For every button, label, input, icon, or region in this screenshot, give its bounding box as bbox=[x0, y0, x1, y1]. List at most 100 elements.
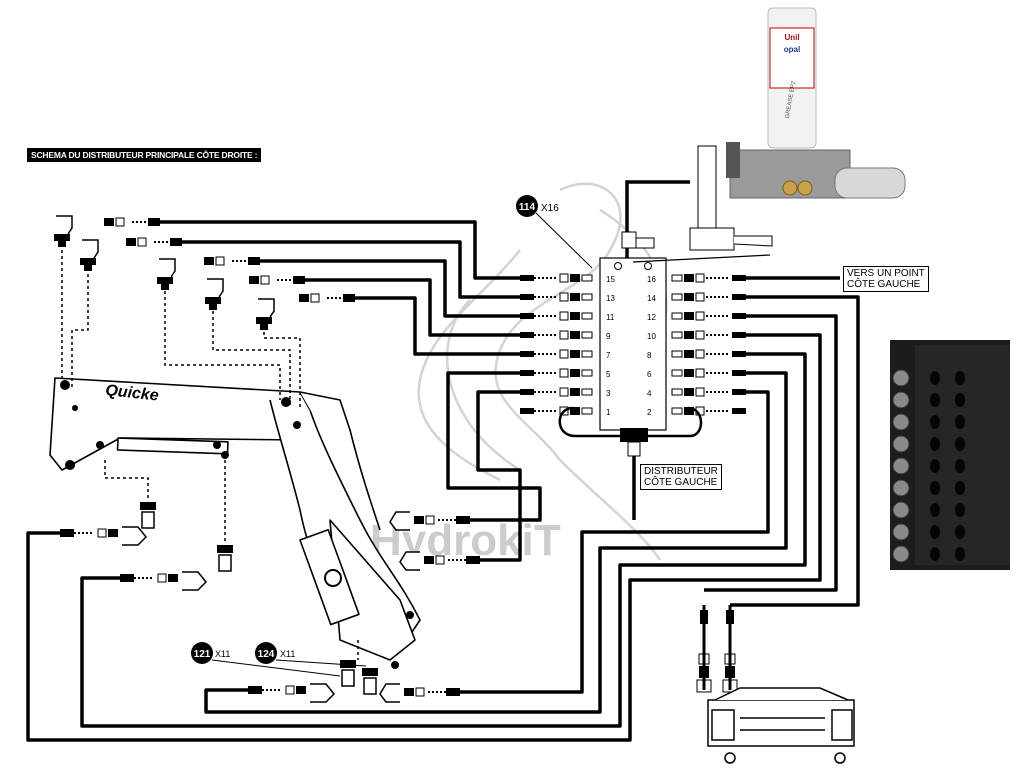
svg-text:X16: X16 bbox=[541, 203, 559, 214]
fitting-right-7 bbox=[671, 407, 683, 415]
callout-left-point: VERS UN POINT CÔTE GAUCHE bbox=[843, 266, 929, 292]
svg-text:114: 114 bbox=[519, 202, 536, 213]
block-screw-0 bbox=[892, 369, 910, 387]
fitting-right-3 bbox=[671, 331, 683, 339]
pump-valve bbox=[689, 227, 735, 251]
front-loader-arm bbox=[49, 377, 421, 661]
hose-12 bbox=[204, 371, 788, 714]
hose-2 bbox=[260, 259, 520, 318]
outlet-label-11: 11 bbox=[606, 313, 615, 322]
fitting-left-2 bbox=[520, 313, 534, 319]
mid-hose-end-2 bbox=[446, 688, 460, 696]
pump-nipple bbox=[621, 231, 637, 249]
outlet-label-16: 16 bbox=[647, 275, 656, 284]
elbow-nipple-0 bbox=[56, 215, 73, 235]
part-ref-124: 124 X11 bbox=[255, 642, 367, 667]
grease-pump-photo: Unil opal GREASE EP2 bbox=[726, 7, 906, 199]
elbow-nipple-4 bbox=[258, 298, 275, 318]
block-screw-3 bbox=[892, 435, 910, 453]
svg-text:Unil: Unil bbox=[784, 33, 799, 42]
svg-text:opal: opal bbox=[784, 45, 800, 54]
outlet-label-12: 12 bbox=[647, 313, 656, 322]
hose-0 bbox=[160, 220, 520, 280]
elbow-nipple-1 bbox=[82, 239, 99, 259]
callout-left-distributor-line2: CÔTE GAUCHE bbox=[644, 477, 718, 488]
svg-text:124: 124 bbox=[258, 649, 275, 660]
outlet-label-6: 6 bbox=[647, 370, 652, 379]
loader-pivots bbox=[60, 380, 414, 669]
lower-hose-end-0 bbox=[60, 529, 74, 537]
block-screw-8 bbox=[892, 545, 910, 563]
fitting-left-0 bbox=[520, 275, 534, 281]
lower-hose-end-1 bbox=[120, 574, 134, 582]
hose-10 bbox=[26, 333, 822, 742]
pump-feed-line-2 bbox=[632, 254, 771, 263]
mid-hose-end-0 bbox=[456, 516, 470, 524]
tractor-hoses bbox=[702, 605, 732, 690]
dashed-connections bbox=[61, 250, 359, 660]
outlet-label-3: 3 bbox=[606, 389, 611, 398]
arm-nipple-1 bbox=[217, 545, 233, 553]
tractor-frame bbox=[707, 687, 855, 764]
outlet-label-13: 13 bbox=[606, 294, 615, 303]
fitting-right-1 bbox=[671, 293, 683, 301]
arm-nipple-0 bbox=[140, 502, 156, 510]
fitting-left-4 bbox=[520, 351, 534, 357]
fitting-right-6 bbox=[671, 388, 683, 396]
outlet-label-7: 7 bbox=[606, 351, 611, 360]
svg-text:X11: X11 bbox=[280, 649, 295, 659]
svg-text:121: 121 bbox=[194, 649, 211, 660]
block-screw-1 bbox=[892, 391, 910, 409]
block-screw-5 bbox=[892, 479, 910, 497]
outlet-label-9: 9 bbox=[606, 332, 611, 341]
outlet-label-1: 1 bbox=[606, 408, 611, 417]
outlet-label-8: 8 bbox=[647, 351, 652, 360]
fitting-right-2 bbox=[671, 312, 683, 320]
block-screw-7 bbox=[892, 523, 910, 541]
loader-brand-text: Quicke bbox=[105, 382, 160, 404]
elbow-nipple-2 bbox=[159, 258, 176, 278]
hose-end-0 bbox=[148, 218, 160, 226]
hose-8 bbox=[730, 295, 860, 607]
fitting-left-5 bbox=[520, 370, 534, 376]
callout-left-point-line1: VERS UN POINT bbox=[847, 268, 925, 279]
fitting-right-5 bbox=[671, 369, 683, 377]
hose-6 bbox=[476, 390, 522, 562]
block-screw-2 bbox=[892, 413, 910, 431]
hose-4 bbox=[355, 296, 520, 356]
mid-hose-end-1 bbox=[466, 556, 480, 564]
fitting-left-3 bbox=[520, 332, 534, 338]
hose-end-2 bbox=[248, 257, 260, 265]
hose-end-3 bbox=[293, 276, 305, 284]
fitting-left-7 bbox=[520, 408, 534, 414]
tee-fitting-2 bbox=[627, 441, 641, 457]
distributor-block-photo bbox=[890, 340, 1010, 570]
hose-5 bbox=[446, 371, 542, 522]
pump-stem bbox=[697, 145, 717, 229]
fitting-left-1 bbox=[520, 294, 534, 300]
callout-left-distributor: DISTRIBUTEUR CÔTE GAUCHE bbox=[640, 464, 722, 490]
svg-text:X11: X11 bbox=[215, 649, 230, 659]
fitting-right-0 bbox=[671, 274, 683, 282]
outlet-label-5: 5 bbox=[606, 370, 611, 379]
pump-elbow bbox=[635, 237, 655, 249]
callout-left-distributor-line1: DISTRIBUTEUR bbox=[644, 466, 718, 477]
grease-lines bbox=[26, 220, 860, 742]
hose-13 bbox=[460, 390, 770, 694]
diagram-title: SCHEMA DU DISTRIBUTEUR PRINCIPALE CÔTE D… bbox=[27, 148, 262, 162]
block-screw-4 bbox=[892, 457, 910, 475]
arm-nipple-3 bbox=[362, 668, 378, 676]
part-ref-114: 114 X16 bbox=[516, 195, 593, 269]
part-ref-121: 121 X11 bbox=[191, 642, 341, 677]
outlet-label-2: 2 bbox=[647, 408, 652, 417]
block-screw-6 bbox=[892, 501, 910, 519]
hose-3 bbox=[305, 278, 520, 337]
outlet-1-2-loop bbox=[558, 406, 703, 438]
hose-end-1 bbox=[170, 238, 182, 246]
fitting-left-6 bbox=[520, 389, 534, 395]
lower-hose-end-2 bbox=[248, 686, 262, 694]
outlet-label-14: 14 bbox=[647, 294, 656, 303]
hose-end-4 bbox=[343, 294, 355, 302]
